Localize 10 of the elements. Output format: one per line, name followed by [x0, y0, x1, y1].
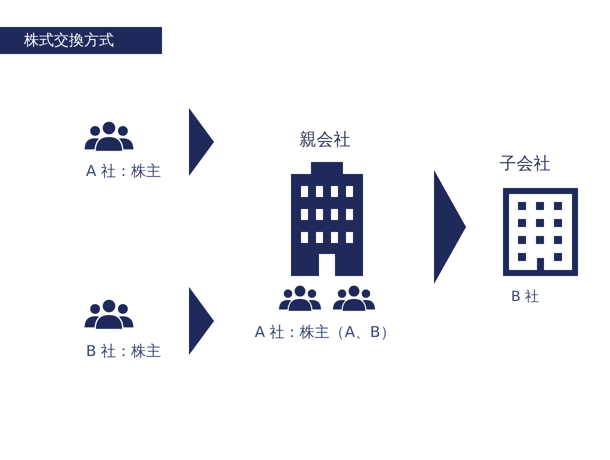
company-heading: 親会社 — [298, 132, 352, 149]
node-label: A 社：株主（A、B） — [254, 325, 396, 340]
node-label: A 社：株主 — [84, 164, 162, 179]
arrow — [434, 170, 466, 284]
node-label: B 社 — [510, 290, 540, 304]
arrow — [188, 287, 214, 355]
arrow — [188, 108, 214, 176]
title-banner: 株式交換方式 — [0, 27, 162, 54]
company-heading: 子会社 — [498, 156, 552, 173]
node-label: B 社：株主 — [84, 344, 162, 359]
